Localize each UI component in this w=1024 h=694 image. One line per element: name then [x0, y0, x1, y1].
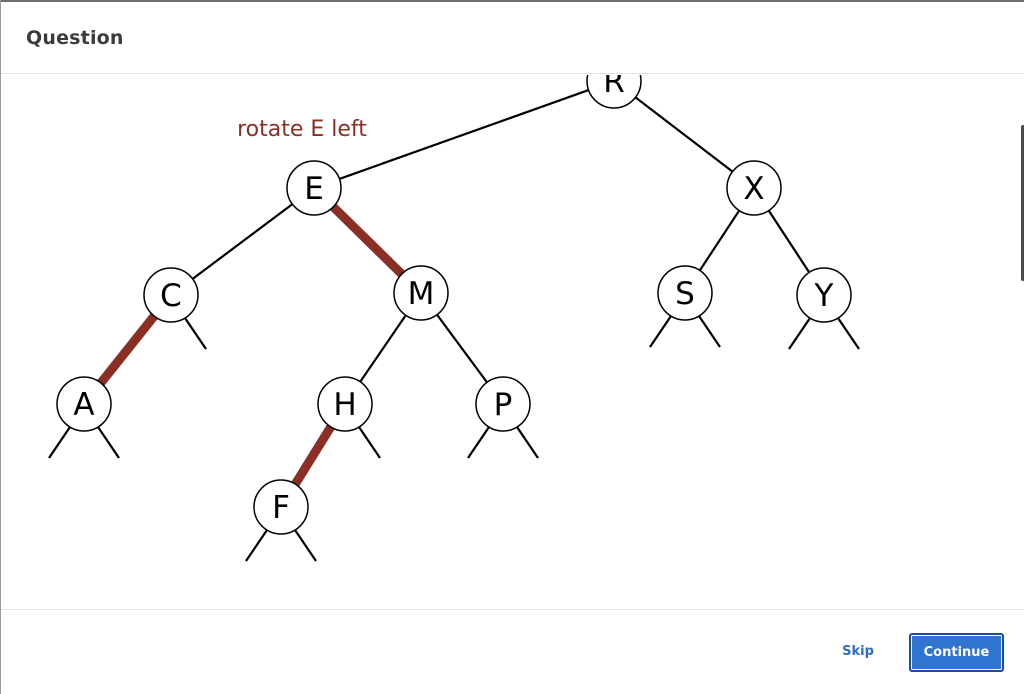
null-link-y-left — [788, 317, 811, 350]
tree-node-a: A — [56, 376, 112, 432]
tree-node-label: S — [675, 276, 695, 312]
tree-node-circle — [143, 267, 199, 323]
window-top-edge — [1, 0, 1024, 2]
tree-edge-m-p — [436, 314, 488, 383]
dialog-footer: Skip Continue — [1, 609, 1024, 694]
question-content[interactable]: R E X C M S Y A H P F rotate E left — [1, 75, 1024, 609]
tree-node-c: C — [143, 267, 199, 323]
tree-node-h: H — [317, 376, 373, 432]
tree-node-circle — [317, 376, 373, 432]
tree-node-circle — [796, 267, 852, 323]
tree-nodes: R E X C M S Y A H P F — [56, 75, 852, 535]
null-link-s-right — [698, 315, 721, 348]
tree-node-label: F — [272, 490, 290, 526]
null-link-y-right — [837, 317, 860, 350]
tree-node-circle — [56, 376, 112, 432]
tree-node-label: P — [494, 387, 513, 423]
tree-node-circle — [726, 160, 782, 216]
skip-button[interactable]: Skip — [833, 636, 883, 666]
dialog-header: Question — [1, 2, 1024, 74]
tree-node-label: A — [73, 387, 94, 423]
red-black-tree-figure: R E X C M S Y A H P F rotate E left — [48, 75, 860, 562]
null-link-p-right — [516, 426, 539, 459]
null-link-stubs — [48, 315, 860, 562]
continue-button[interactable]: Continue — [909, 633, 1004, 672]
tree-edges — [97, 89, 811, 487]
null-link-c-right — [184, 317, 207, 350]
tree-node-circle — [475, 376, 531, 432]
rotation-annotation: rotate E left — [237, 117, 367, 142]
tree-node-label: H — [333, 387, 356, 423]
dialog-title: Question — [26, 27, 124, 49]
tree-node-s: S — [657, 265, 713, 321]
tree-node-label: Y — [814, 278, 834, 314]
null-link-a-right — [97, 426, 120, 459]
tree-node-m: M — [393, 265, 449, 321]
tree-node-y: Y — [796, 267, 852, 323]
tree-edge-r-e — [339, 89, 589, 180]
tree-node-circle — [393, 265, 449, 321]
tree-node-label: C — [160, 278, 182, 314]
null-link-p-left — [467, 426, 490, 459]
tree-node-label: R — [603, 75, 625, 100]
tree-node-x: X — [726, 160, 782, 216]
tree-node-r: R — [586, 75, 642, 109]
tree-node-circle — [253, 479, 309, 535]
content-scrollbar[interactable] — [1021, 125, 1024, 281]
null-link-a-left — [48, 426, 71, 459]
tree-edge-e-m — [330, 203, 405, 278]
tree-node-e: E — [286, 160, 342, 216]
tree-node-circle — [657, 265, 713, 321]
tree-node-label: M — [408, 276, 435, 312]
tree-edge-h-f — [291, 424, 335, 487]
null-link-f-left — [245, 529, 268, 562]
tree-node-f: F — [253, 479, 309, 535]
tree-edge-c-a — [97, 313, 158, 386]
tree-node-label: X — [743, 171, 764, 207]
tree-edge-e-c — [191, 203, 294, 280]
null-link-f-right — [294, 529, 317, 562]
null-link-s-left — [649, 315, 672, 348]
tree-node-circle — [586, 75, 642, 109]
tree-node-label: E — [304, 171, 324, 207]
tree-edge-r-x — [634, 96, 734, 173]
tree-edge-m-h — [359, 314, 407, 383]
tree-node-p: P — [475, 376, 531, 432]
tree-node-circle — [286, 160, 342, 216]
null-link-h-right — [358, 426, 381, 459]
tree-edge-x-y — [767, 209, 811, 274]
tree-edge-x-s — [698, 209, 741, 272]
